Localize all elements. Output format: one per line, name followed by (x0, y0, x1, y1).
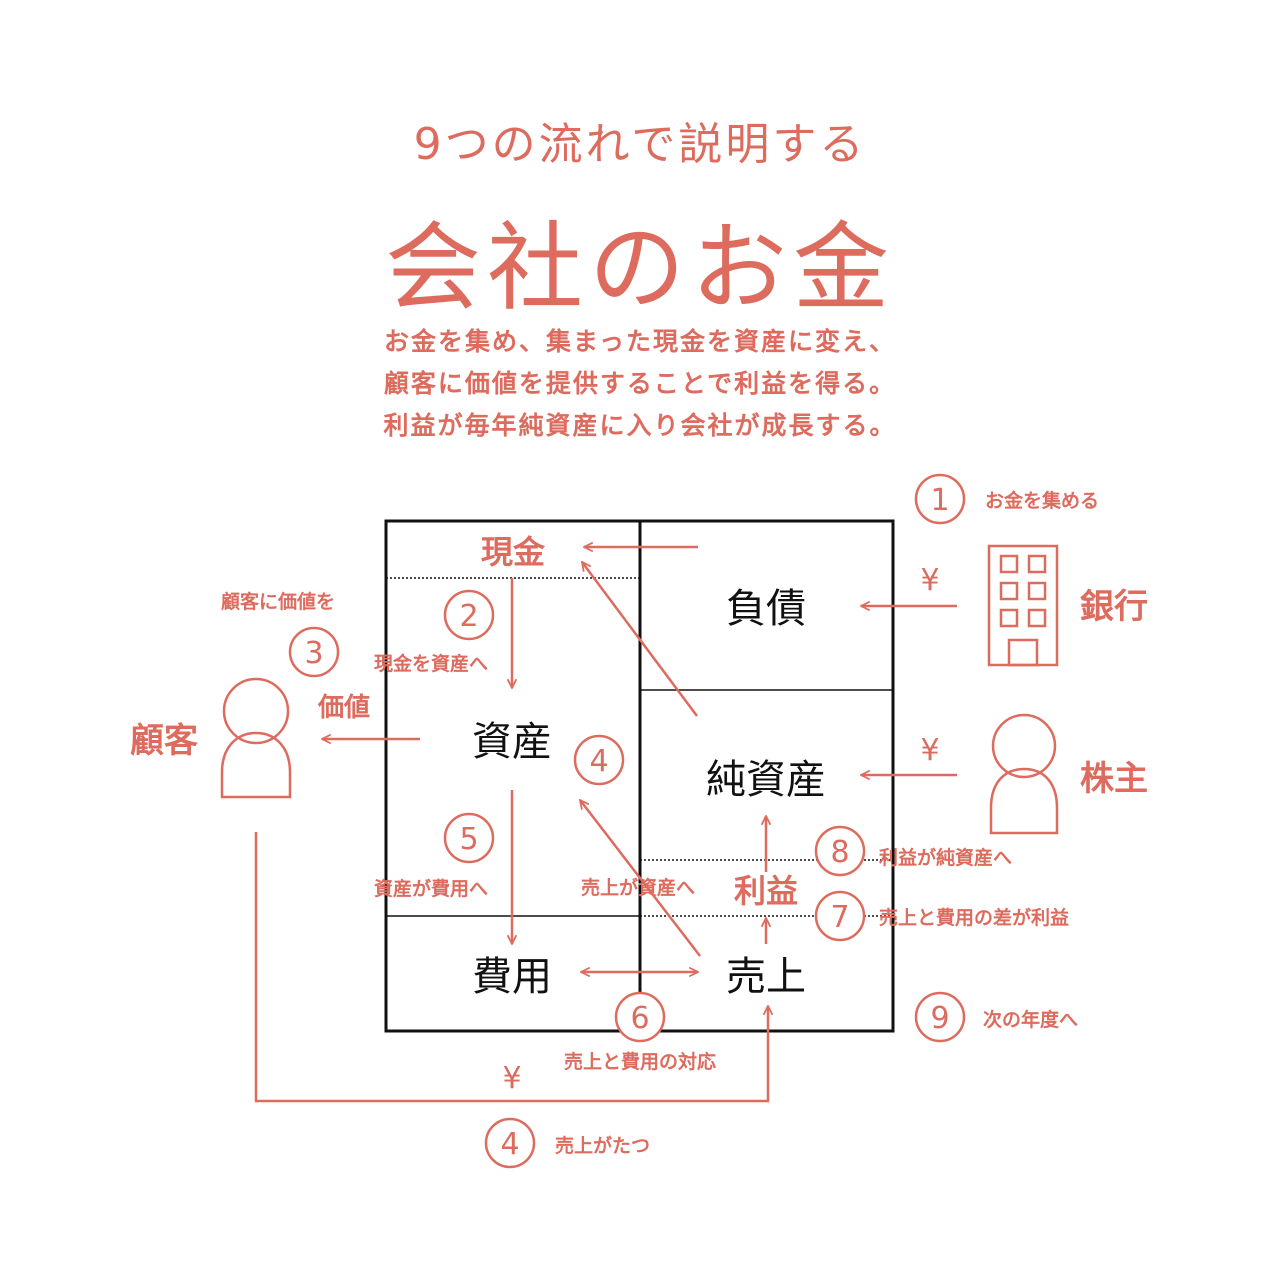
customer-person-icon (220, 677, 292, 799)
expenses-label: 費用 (472, 954, 552, 1000)
step-markers: 1 お金を集める 2 現金を資産へ 3 顧客に価値を 4 売上が資産へ 5 資産が費用へ 6 売上と費… (221, 473, 1099, 1169)
cash-label: 現金 (481, 533, 546, 571)
shareholders-label: 株主 (1080, 759, 1148, 799)
step-3-label: 顧客に価値を (221, 590, 335, 613)
yen-label-shareholders: ¥ (920, 733, 939, 768)
step-9-label: 次の年度へ (983, 1008, 1078, 1031)
subtitle: 9つの流れで説明する (413, 119, 867, 170)
step-2-number: 2 (459, 599, 478, 634)
step-1-label: お金を集める (985, 489, 1099, 512)
yen-label-bank: ¥ (920, 563, 939, 598)
step-8-label: 利益が純資産へ (879, 846, 1012, 869)
building-icon (987, 544, 1059, 667)
step-5-label: 資産が費用へ (374, 877, 488, 900)
assets-label: 資産 (472, 719, 552, 765)
profit-label: 利益 (734, 872, 798, 910)
step-5-circle (443, 812, 495, 864)
step-7-circle (814, 890, 866, 942)
step-6-label: 売上と費用の対応 (564, 1050, 716, 1073)
liabilities-label: 負債 (726, 586, 806, 632)
arrow-net-assets-to-cash (582, 562, 699, 717)
step-7-label: 売上と費用の差が利益 (879, 906, 1069, 929)
step-6-number: 6 (630, 1001, 649, 1036)
step-8-number: 8 (830, 835, 849, 870)
step-1-circle (914, 473, 966, 525)
bank-label: 銀行 (1080, 587, 1148, 627)
yen-label-customer: ¥ (502, 1061, 521, 1096)
step-4-circle (573, 734, 625, 786)
step-10-number: 4 (500, 1127, 519, 1162)
net-assets-label: 純資産 (706, 757, 826, 803)
step-2-label: 現金を資産へ (374, 652, 488, 675)
step-6-circle (614, 991, 666, 1043)
step-4-number: 4 (589, 744, 608, 779)
description-line-3: 利益が毎年純資産に入り会社が成長する。 (383, 411, 897, 440)
value-label: 価値 (317, 693, 370, 723)
description-line-1: お金を集め、集まった現金を資産に変え、 (383, 327, 896, 356)
sales-label: 売上 (726, 954, 806, 1000)
step-9-number: 9 (930, 1001, 949, 1036)
step-7-number: 7 (830, 900, 849, 935)
description-line-2: 顧客に価値を提供することで利益を得る。 (383, 369, 897, 398)
step-10-label: 売上がたつ (555, 1134, 650, 1157)
step-10-circle (484, 1117, 536, 1169)
page-title: 会社のお金 (385, 212, 895, 324)
shareholder-person-icon (989, 713, 1059, 835)
step-1-number: 1 (930, 483, 949, 518)
step-4-label: 売上が資産へ (581, 876, 695, 899)
step-9-circle (914, 991, 966, 1043)
step-3-number: 3 (304, 636, 323, 671)
arrow-customer-to-sales (254, 832, 768, 1103)
arrow-sales-to-assets (580, 800, 701, 957)
step-2-circle (443, 589, 495, 641)
step-5-number: 5 (459, 822, 478, 857)
step-3-circle (288, 626, 340, 678)
customer-label: 顧客 (130, 721, 198, 761)
step-8-circle (814, 825, 866, 877)
